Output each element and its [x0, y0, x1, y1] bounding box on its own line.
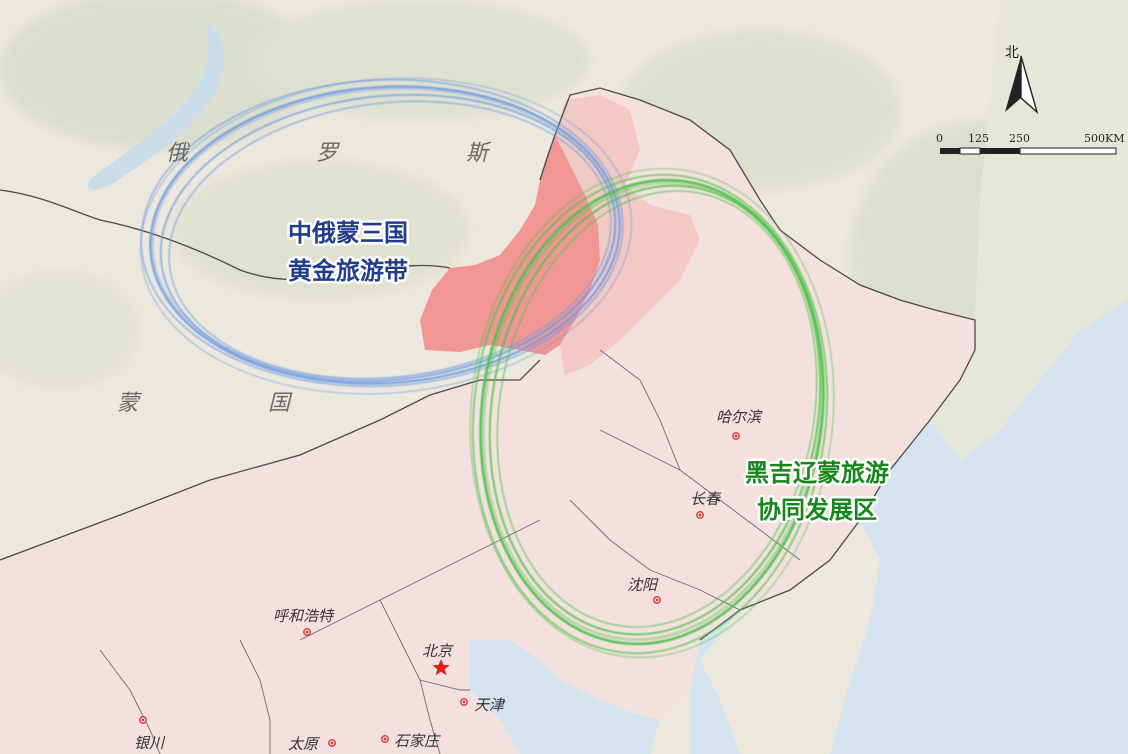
- green-zone-title-line-2: 协同发展区: [757, 496, 877, 524]
- city-label-taiyuan: 太原: [288, 735, 321, 753]
- city-label-tianjin: 天津: [474, 696, 506, 714]
- city-shijiazhuang[interactable]: 石家庄: [381, 732, 441, 750]
- country-label-mongolia-2: 国: [268, 391, 293, 416]
- country-labels: 俄 罗 斯 蒙 国: [117, 141, 492, 416]
- highlight-region-light: [555, 95, 700, 375]
- highlight-region: [420, 135, 600, 355]
- green-zone-title: 黑吉辽蒙旅游 协同发展区: [743, 457, 892, 527]
- scale-segment-3: [980, 148, 1020, 154]
- city-markers: 哈尔滨 长春 沈阳 呼和浩特 北京 天津 银川: [134, 408, 763, 753]
- north-arrow-label: 北: [1005, 45, 1019, 61]
- lake-baikal: [87, 20, 225, 190]
- city-label-shijiazhuang: 石家庄: [394, 732, 441, 750]
- city-dot-center-icon: [383, 737, 387, 741]
- city-dot-center-icon: [698, 513, 702, 517]
- north-arrow-icon: [1005, 56, 1021, 112]
- scale-tick-250: 250: [1009, 132, 1030, 145]
- city-dot-center-icon: [141, 718, 145, 722]
- city-label-beijing: 北京: [422, 642, 454, 660]
- scale-segment-1: [940, 148, 960, 154]
- city-label-hohhot: 呼和浩特: [273, 607, 335, 625]
- country-label-russia-1: 俄: [166, 141, 191, 166]
- scale-tick-500km: 500KM: [1084, 132, 1124, 145]
- far-east-land: [930, 0, 1128, 460]
- city-shenyang[interactable]: 沈阳: [627, 576, 661, 604]
- capital-star-icon: [432, 659, 450, 676]
- country-label-russia-3: 斯: [466, 141, 492, 166]
- scale-bar: 0 125 250 500KM: [936, 132, 1124, 155]
- city-dot-center-icon: [734, 434, 738, 438]
- city-label-harbin: 哈尔滨: [716, 408, 763, 426]
- country-label-mongolia-1: 蒙: [117, 391, 143, 416]
- north-arrow-icon-right: [1020, 55, 1039, 115]
- city-dot-center-icon: [305, 630, 309, 634]
- blue-zone-title-line-2: 黄金旅游带: [288, 257, 408, 285]
- city-taiyuan[interactable]: 太原: [288, 735, 336, 753]
- city-beijing[interactable]: 北京: [422, 642, 454, 676]
- green-zone-ring: [469, 167, 835, 659]
- scale-tick-125: 125: [968, 132, 989, 145]
- city-changchun[interactable]: 长春: [690, 490, 722, 519]
- city-dot-center-icon: [462, 700, 466, 704]
- country-label-russia-2: 罗: [316, 141, 340, 166]
- city-yinchuan[interactable]: 银川: [134, 716, 166, 752]
- city-tianjin[interactable]: 天津: [460, 696, 506, 714]
- blue-zone-title-line-1: 中俄蒙三国: [288, 219, 408, 247]
- city-label-yinchuan: 银川: [134, 734, 166, 752]
- north-arrow: 北: [1005, 45, 1039, 115]
- korea-land: [700, 520, 880, 754]
- scale-segment-2: [959, 147, 981, 155]
- blue-zone-title: 中俄蒙三国 黄金旅游带: [286, 217, 411, 288]
- city-label-shenyang: 沈阳: [627, 576, 659, 594]
- blue-zone-ring: [139, 77, 633, 395]
- city-dot-center-icon: [330, 741, 334, 745]
- green-zone-title-line-1: 黑吉辽蒙旅游: [745, 459, 889, 487]
- scale-segment-4: [1019, 147, 1117, 155]
- scale-tick-0: 0: [936, 132, 943, 145]
- city-label-changchun: 长春: [690, 490, 722, 508]
- city-hohhot[interactable]: 呼和浩特: [273, 607, 335, 636]
- city-harbin[interactable]: 哈尔滨: [716, 408, 763, 440]
- sea-bohai: [470, 640, 660, 754]
- boundaries: [0, 87, 976, 754]
- city-dot-center-icon: [655, 598, 659, 602]
